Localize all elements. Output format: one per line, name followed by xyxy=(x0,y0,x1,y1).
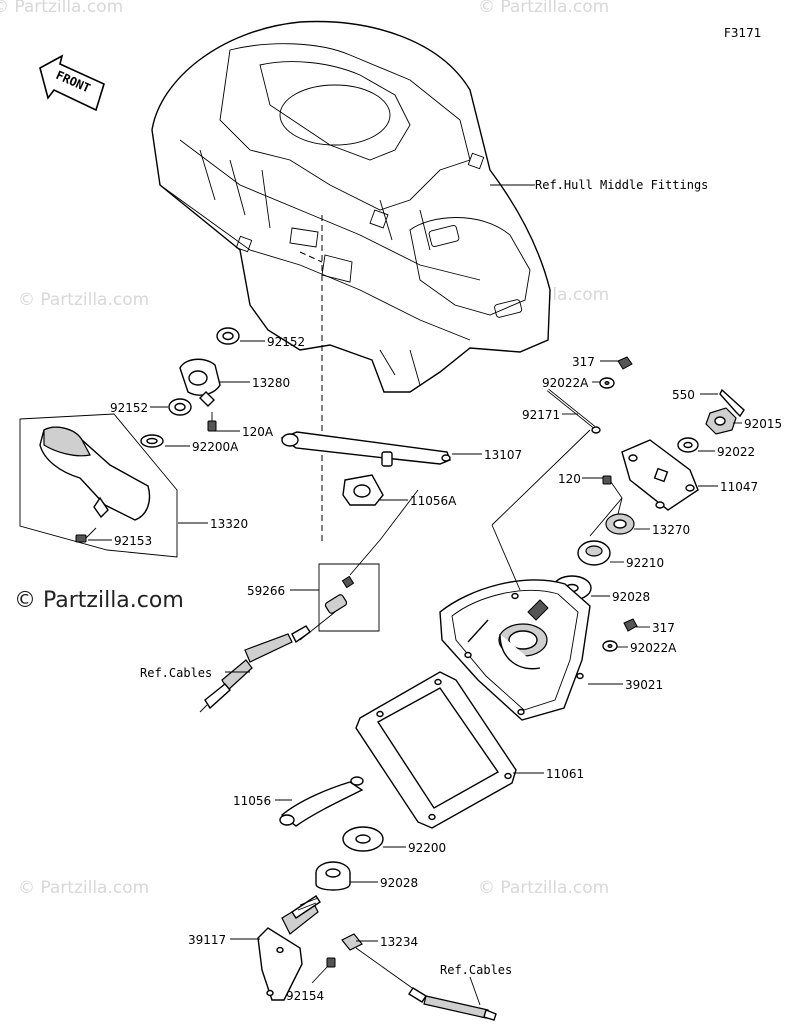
watermark: © Partzilla.com xyxy=(18,878,149,898)
figure-code: F3171 xyxy=(724,26,761,40)
washer-hole xyxy=(604,381,610,385)
nut-hole xyxy=(714,416,726,426)
washer-hole xyxy=(683,441,693,449)
nut-317 xyxy=(623,618,638,632)
watermark-main: © Partzilla.com xyxy=(14,588,184,613)
label-11056A: 11056A xyxy=(410,494,457,508)
rod-92171 xyxy=(547,388,601,434)
watermark: © Partzilla.com xyxy=(478,0,609,17)
bracket-11047 xyxy=(621,439,699,511)
washer-hole xyxy=(355,834,371,844)
plate-11056 xyxy=(279,776,364,827)
label-39117: 39117 xyxy=(188,933,226,947)
label-13270: 13270 xyxy=(652,523,690,537)
cable-fitting-59266 xyxy=(199,539,381,713)
label-550: 550 xyxy=(672,388,695,402)
watermark: © Partzilla.com xyxy=(478,878,609,898)
label-13320: 13320 xyxy=(210,517,248,531)
label-59266: 59266 xyxy=(247,584,285,598)
label-13280: 13280 xyxy=(252,376,290,390)
label-92153: 92153 xyxy=(114,534,152,548)
leader-lines xyxy=(88,184,742,1006)
watermark: © Partzilla.com xyxy=(0,0,123,17)
lever-13107 xyxy=(280,431,451,467)
nut-317 xyxy=(617,356,633,370)
label-92022A: 92022A xyxy=(630,641,677,655)
grommet-hole xyxy=(222,331,234,341)
hull-middle-fittings xyxy=(151,20,551,393)
label-92200A: 92200A xyxy=(192,440,239,454)
label-92171: 92171 xyxy=(522,408,560,422)
label-92152: 92152 xyxy=(267,335,305,349)
bolt-120A xyxy=(207,412,217,432)
label-11047: 11047 xyxy=(720,480,758,494)
label-39021: 39021 xyxy=(625,678,663,692)
label-120: 120 xyxy=(558,472,581,486)
label-ref-cables: Ref.Cables xyxy=(140,666,212,680)
callout-labels: Ref.Hull Middle Fittings 92152 13280 921… xyxy=(110,178,782,1003)
label-317: 317 xyxy=(652,621,675,635)
cotter-pin-550 xyxy=(719,388,745,418)
label-92028: 92028 xyxy=(612,590,650,604)
label-11056: 11056 xyxy=(233,794,271,808)
label-92200: 92200 xyxy=(408,841,446,855)
bolt-92154 xyxy=(326,957,336,968)
housing-39021 xyxy=(439,579,591,721)
bolt-120 xyxy=(602,475,623,515)
dashed-guide xyxy=(299,251,323,263)
label-ref-hull: Ref.Hull Middle Fittings xyxy=(535,178,708,192)
label-ref-cables: Ref.Cables xyxy=(440,963,512,977)
holder-13280 xyxy=(179,358,221,407)
label-92022: 92022 xyxy=(717,445,755,459)
label-92210: 92210 xyxy=(626,556,664,570)
label-317: 317 xyxy=(572,355,595,369)
washer-hole xyxy=(146,437,158,445)
gear-13270 xyxy=(605,513,635,535)
shaft-arm-39117 xyxy=(257,895,321,1001)
plate-11056A xyxy=(342,474,384,506)
front-arrow: FRONT xyxy=(39,54,105,112)
label-11061: 11061 xyxy=(546,767,584,781)
label-92028: 92028 xyxy=(380,876,418,890)
bushing-92028 xyxy=(315,861,351,891)
spacer-92210 xyxy=(577,540,611,566)
gasket-11061 xyxy=(355,671,517,829)
pin-13234 xyxy=(341,933,497,1021)
washer-hole xyxy=(607,644,613,648)
label-120A: 120A xyxy=(242,425,274,439)
label-13234: 13234 xyxy=(380,935,418,949)
label-92152: 92152 xyxy=(110,401,148,415)
label-92022A: 92022A xyxy=(542,376,589,390)
label-92015: 92015 xyxy=(744,417,782,431)
watermark: © Partzilla.com xyxy=(18,290,149,310)
label-13107: 13107 xyxy=(484,448,522,462)
grommet-hole xyxy=(174,402,186,412)
label-92154: 92154 xyxy=(286,989,324,1003)
cover-assembly-13320 xyxy=(19,413,178,558)
